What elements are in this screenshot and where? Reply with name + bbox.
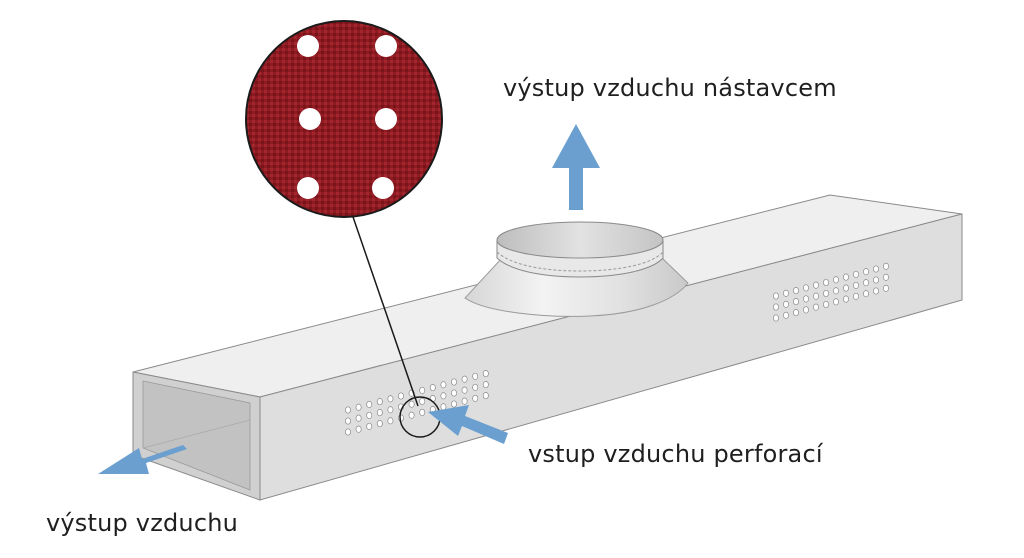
perforation-hole [803,295,809,303]
perforation-hole [355,425,362,433]
nozzle-cone [464,257,689,317]
perforation-hole [398,392,404,400]
perforation-hole [843,284,849,292]
arrow-left-outlet-icon [98,445,187,474]
perforation-hole [345,406,351,414]
label-outlet-nozzle: výstup vzduchu nástavcem [503,74,837,102]
arrow-up-outlet-icon [552,124,600,210]
perforation-hole [863,268,869,276]
perforation-hole [482,392,489,400]
perforation-hole [813,292,819,300]
perforation-hole [803,284,809,292]
zoom-hole [375,35,397,57]
perforation-hole [461,375,468,383]
perforation-hole [482,381,489,389]
perforation-hole [355,403,362,411]
perforation-hole [482,370,489,378]
perforation-hole [773,292,779,300]
perforation-holes-left [345,370,489,436]
perforation-hole [863,290,869,298]
perforation-hole [419,397,426,405]
perforation-hole [833,287,839,295]
perforation-hole [873,276,879,284]
arrow-inlet-icon [428,405,508,444]
zoom-hole [299,108,321,130]
perforation-hole [793,298,799,306]
perforation-hole [419,386,426,394]
perforation-hole [843,295,849,303]
perforation-hole [853,281,859,289]
perforation-hole [419,408,426,416]
outlet-nozzle [464,221,689,317]
perforation-hole [408,400,415,408]
perforation-hole [472,394,479,402]
perforation-hole [833,298,839,306]
perforation-hole [823,289,829,298]
perforation-hole [387,406,394,414]
perforation-hole [461,397,468,405]
perforation-hole [793,287,799,295]
perforation-hole [883,262,889,270]
perforation-hole [387,395,394,403]
perforation-hole [823,278,829,287]
perforation-hole [883,273,889,281]
perforation-hole [813,303,819,311]
nozzle-opening [496,221,664,259]
perforation-hole [408,411,415,419]
perforation-hole [440,392,447,400]
perforation-hole [461,386,468,394]
perforation-hole [345,417,351,425]
perforation-hole [429,384,436,392]
perforation-hole [853,292,859,300]
perforation-hole [366,422,373,430]
perforation-hole [813,281,819,289]
perforation-hole [387,417,394,425]
perforation-hole [793,309,799,317]
perforation-hole [451,400,457,408]
zoom-hole [297,177,319,199]
zoom-hole [375,108,397,130]
zoom-hole [297,35,319,57]
perforation-hole [366,411,373,419]
perforation-hole [451,389,457,397]
perforation-hole [345,428,351,436]
label-outlet-duct: výstup vzduchu [46,509,239,537]
perforation-hole [376,398,383,406]
perforation-hole [853,270,859,278]
perforation-hole [376,409,383,417]
perforation-hole [863,279,869,287]
perforation-hole [823,300,829,309]
perforation-hole [440,381,447,389]
perforation-hole [873,265,879,273]
perforation-hole [773,303,779,311]
duct-opening [142,380,251,491]
perforation-hole [376,420,383,428]
perforation-hole [355,414,362,422]
perforation-hole [843,273,849,281]
perforation-hole [472,372,479,380]
label-inlet-perforation: vstup vzduchu perforací [528,440,823,468]
zoom-hole [372,177,394,199]
perforation-hole [783,300,789,308]
perforation-holes-right [773,262,889,322]
perforation-hole [883,284,889,292]
perforation-hole [440,403,447,411]
perforation-hole [366,400,373,408]
perforation-hole [803,306,809,314]
perforation-hole [873,287,879,295]
zoom-pointer-line [351,213,419,407]
perforation-hole [472,383,479,391]
perforation-hole [773,314,779,322]
fabric-detail-zoom [245,20,443,218]
perforation-hole [451,378,457,386]
perforation-hole [783,289,789,297]
perforation-hole [833,276,839,284]
perforation-hole [783,311,789,319]
